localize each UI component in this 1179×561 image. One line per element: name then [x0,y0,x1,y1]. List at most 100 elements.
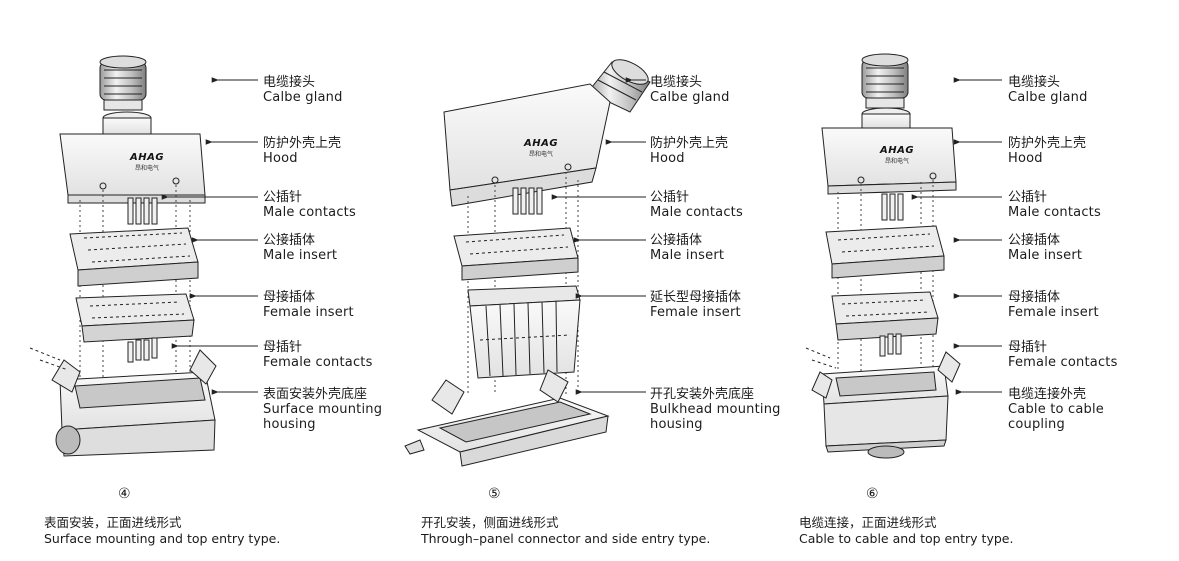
label-en: Bulkhead mounting [650,402,781,417]
logo-subtitle: 昂和电气 [884,159,909,165]
leader-lines [161,77,1002,395]
label-cn: 公接插体 [263,233,316,248]
panel-6-coupling-housing [811,351,961,459]
panel-6-label-cable-gland: 电缆接头 Calbe gland [1008,75,1088,105]
panel-4-latch-arrows [29,347,69,371]
panel-6-female-insert [831,291,939,341]
label-en: Female contacts [263,355,373,370]
panel-6-label-male-insert: 公接插体 Male insert [1008,233,1082,263]
logo-subtitle: 昂和电气 [134,166,159,172]
label-en: Male insert [650,248,725,263]
label-en-line2: housing [263,417,316,432]
label-en: Calbe gland [1008,90,1088,105]
caption-en: Cable to cable and top entry type. [799,531,1014,546]
panel-6-guide-lines [837,180,934,372]
panel-6-label-male-contacts: 公插针 Male contacts [1008,190,1101,220]
panel-4-label-female-contacts: 母插针 Female contacts [263,340,373,370]
label-cn: 公接插体 [650,233,703,248]
label-cn: 公插针 [1008,190,1048,205]
label-en: Female insert [263,305,354,320]
label-cn: 延长型母接插体 [650,290,742,305]
label-en: Female insert [650,305,741,320]
label-en: Female contacts [1008,355,1118,370]
label-en: Hood [263,151,298,166]
panel-6-hood-logo: AHAG 昂和电气 [872,145,922,165]
panel-6-label-housing: 电缆连接外壳 Cable to cable coupling [1008,387,1104,432]
logo-brand: AHAG [879,145,915,156]
panel-6-hood [821,107,957,195]
caption-cn: 电缆连接，正面进线形式 [799,515,937,530]
panel-4-label-housing: 表面安装外壳底座 Surface mounting housing [263,387,382,432]
panel-4-number: ④ [118,486,131,502]
panel-5-caption: 开孔安装，侧面进线形式 Through–panel connector and … [421,515,710,547]
panel-5-hood [443,83,611,207]
label-en: Calbe gland [263,90,343,105]
panel-4-male-contacts [127,197,158,225]
panel-4-cable-gland [99,55,147,111]
logo-brand: AHAG [523,138,559,149]
panel-6-caption: 电缆连接，正面进线形式 Cable to cable and top entry… [799,515,1013,547]
panel-4-label-male-contacts: 公插针 Male contacts [263,190,356,220]
panel-5-label-hood: 防护外壳上壳 Hood [650,136,728,166]
panel-6-male-contacts [881,193,904,221]
panel-5-label-male-contacts: 公插针 Male contacts [650,190,743,220]
label-cn: 母插针 [1008,340,1048,355]
panel-6-latch-arrows [805,347,837,369]
label-cn: 母接插体 [263,290,316,305]
panel-4-male-insert [69,227,199,287]
label-en: Male insert [263,248,338,263]
panel-6-cable-gland [861,53,909,109]
panel-5-number: ⑤ [488,486,501,502]
label-cn: 电缆接头 [650,75,703,90]
label-en: Surface mounting [263,402,383,417]
caption-en: Surface mounting and top entry type. [44,531,281,546]
label-cn: 防护外壳上壳 [1008,136,1087,151]
label-en: Male contacts [1008,205,1101,220]
label-cn: 公插针 [650,190,690,205]
label-en: Male contacts [650,205,743,220]
caption-cn: 开孔安装，侧面进线形式 [421,515,559,530]
panel-5-cable-gland [587,59,651,113]
panel-6-male-insert [825,225,945,279]
label-cn: 母插针 [263,340,303,355]
label-en: Male insert [1008,248,1083,263]
caption-cn: 表面安装，正面进线形式 [44,515,182,530]
panel-4-label-hood: 防护外壳上壳 Hood [263,136,341,166]
label-en-line2: housing [650,417,703,432]
panel-4-label-female-insert: 母接插体 Female insert [263,290,354,320]
label-cn: 公接插体 [1008,233,1061,248]
label-en: Hood [650,151,685,166]
panel-4-female-insert [75,293,195,343]
panel-5-label-female-insert: 延长型母接插体 Female insert [650,290,741,320]
label-en: Cable to cable [1008,402,1104,417]
label-cn: 电缆连接外壳 [1008,387,1087,402]
panel-5-bulkhead-housing [404,369,610,467]
label-cn: 母接插体 [1008,290,1061,305]
panel-5-male-contacts [512,187,543,215]
logo-subtitle: 昂和电气 [528,152,553,158]
panel-4-artwork [29,55,217,457]
label-en: Male contacts [263,205,356,220]
panel-4-label-male-insert: 公接插体 Male insert [263,233,337,263]
label-cn: 开孔安装外壳底座 [650,387,755,402]
panel-5-label-housing: 开孔安装外壳底座 Bulkhead mounting housing [650,387,781,432]
label-cn: 防护外壳上壳 [263,136,342,151]
panel-4-guide-lines [79,185,191,380]
panel-4-caption: 表面安装，正面进线形式 Surface mounting and top ent… [44,515,280,547]
panel-6-label-female-insert: 母接插体 Female insert [1008,290,1099,320]
panel-6-number: ⑥ [866,486,879,502]
panel-4-surface-housing [51,349,217,457]
panel-4-label-cable-gland: 电缆接头 Calbe gland [263,75,343,105]
panel-4-female-contacts [127,337,158,363]
label-cn: 公插针 [263,190,303,205]
caption-en: Through–panel connector and side entry t… [421,531,711,546]
label-en: Hood [1008,151,1043,166]
label-cn: 防护外壳上壳 [650,136,729,151]
label-cn: 表面安装外壳底座 [263,387,368,402]
panel-6-label-hood: 防护外壳上壳 Hood [1008,136,1086,166]
logo-brand: AHAG [129,152,165,163]
panel-5-hood-logo: AHAG 昂和电气 [516,138,566,158]
label-en: Calbe gland [650,90,730,105]
